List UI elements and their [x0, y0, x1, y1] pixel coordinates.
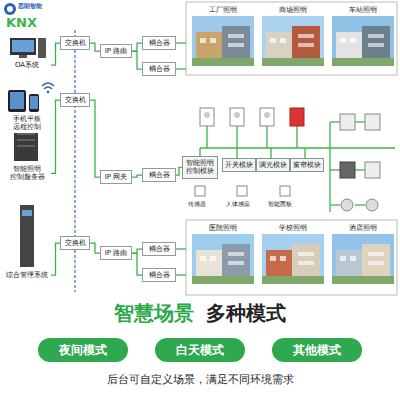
- node-text: 智能照明 控制服务器: [4, 165, 50, 182]
- scene-picture: [262, 16, 324, 66]
- title-part: 多种模式: [206, 301, 286, 325]
- scene-photo: 商场照明: [262, 6, 324, 66]
- node-text: IP 路由: [103, 47, 129, 55]
- device-box: 耦合器: [142, 36, 176, 50]
- node-text: 商场照明: [262, 6, 324, 14]
- brand-text: 思朗智能: [18, 2, 42, 11]
- device-label: 传感器: [188, 200, 206, 209]
- brand-logo: KNX: [6, 15, 37, 30]
- device-box: 耦合器: [142, 242, 176, 256]
- scene-photo: 工厂照明: [192, 6, 254, 66]
- node-text: 耦合器: [145, 245, 173, 253]
- scene-photo: 学校照明: [262, 224, 324, 284]
- node-text: 综合管理系统: [4, 271, 50, 279]
- device-box: IP 网关: [100, 170, 132, 184]
- node-text: OA系统: [4, 61, 50, 69]
- node-text: IP 网关: [103, 173, 129, 181]
- network-link: [90, 243, 100, 253]
- device-box: 交换机: [60, 93, 90, 107]
- node-text: 学校照明: [262, 224, 324, 232]
- title: 智慧场景: [114, 301, 194, 325]
- scene-photo: 医院照明: [192, 224, 254, 284]
- node-text: 耦合器: [145, 65, 173, 73]
- mode-button: 白天模式: [155, 338, 245, 362]
- node-text: 智能照明 控制模块: [185, 159, 215, 176]
- module-box: 窗帘模块: [290, 158, 324, 172]
- device-box: 耦合器: [142, 62, 176, 76]
- node-text: 白天模式: [155, 338, 245, 362]
- scene-picture: [192, 16, 254, 66]
- system-label: 手机平板 远程控制: [3, 114, 51, 133]
- device-label: 人体感应: [226, 200, 250, 209]
- network-link: [132, 43, 142, 51]
- network-link: [132, 253, 142, 275]
- node-text: 医院照明: [192, 224, 254, 232]
- scene-picture: [192, 234, 254, 284]
- module-box: 开关模块: [222, 158, 256, 172]
- system-label: OA系统: [3, 60, 51, 70]
- node-text: 交换机: [63, 96, 87, 104]
- device-box: IP 路由: [100, 44, 132, 58]
- caption-text: 后台可自定义场景，满足不同环境需求: [107, 373, 294, 386]
- network-link: [90, 43, 100, 51]
- caption: 后台可自定义场景，满足不同环境需求: [0, 372, 400, 387]
- network-link: [132, 175, 142, 177]
- scene-picture: [332, 234, 394, 284]
- network-link: [51, 243, 60, 275]
- mode-button: 其他模式: [272, 338, 362, 362]
- device-box: 耦合器: [142, 168, 176, 182]
- module-box: 智能照明 控制模块: [182, 156, 218, 179]
- scene-picture: [262, 234, 324, 284]
- node-text: 其他模式: [272, 338, 362, 362]
- node-text: 手机平板 远程控制: [4, 115, 50, 132]
- network-link: [132, 51, 142, 69]
- node-text: 耦合器: [145, 271, 173, 279]
- node-text: IP 路由: [103, 249, 129, 257]
- node-text: 窗帘模块: [293, 161, 321, 169]
- scene-photo: 车站照明: [332, 6, 394, 66]
- scene-picture: [332, 16, 394, 66]
- title-row: 智慧场景多种模式: [0, 300, 400, 327]
- system-label: 智能照明 控制服务器: [3, 164, 51, 183]
- node-text: 工厂照明: [192, 6, 254, 14]
- node-text: 酒店照明: [332, 224, 394, 232]
- module-box: 调光模块: [256, 158, 290, 172]
- node-text: 耦合器: [145, 39, 173, 47]
- device-box: 交换机: [60, 236, 90, 250]
- node-text: 调光模块: [259, 161, 287, 169]
- network-link: [90, 100, 100, 177]
- mode-button: 夜间模式: [38, 338, 128, 362]
- node-text: 耦合器: [145, 171, 173, 179]
- system-label: 综合管理系统: [3, 270, 51, 280]
- node-text: 开关模块: [225, 161, 253, 169]
- device-box: 交换机: [60, 36, 90, 50]
- scene-photo: 酒店照明: [332, 224, 394, 284]
- network-link: [51, 43, 60, 65]
- device-box: IP 路由: [100, 246, 132, 260]
- device-label: 智能面板: [268, 200, 292, 209]
- network-link: [51, 100, 60, 173]
- device-box: 耦合器: [142, 268, 176, 282]
- node-text: 交换机: [63, 39, 87, 47]
- node-text: 夜间模式: [38, 338, 128, 362]
- node-text: 交换机: [63, 239, 87, 247]
- node-text: 车站照明: [332, 6, 394, 14]
